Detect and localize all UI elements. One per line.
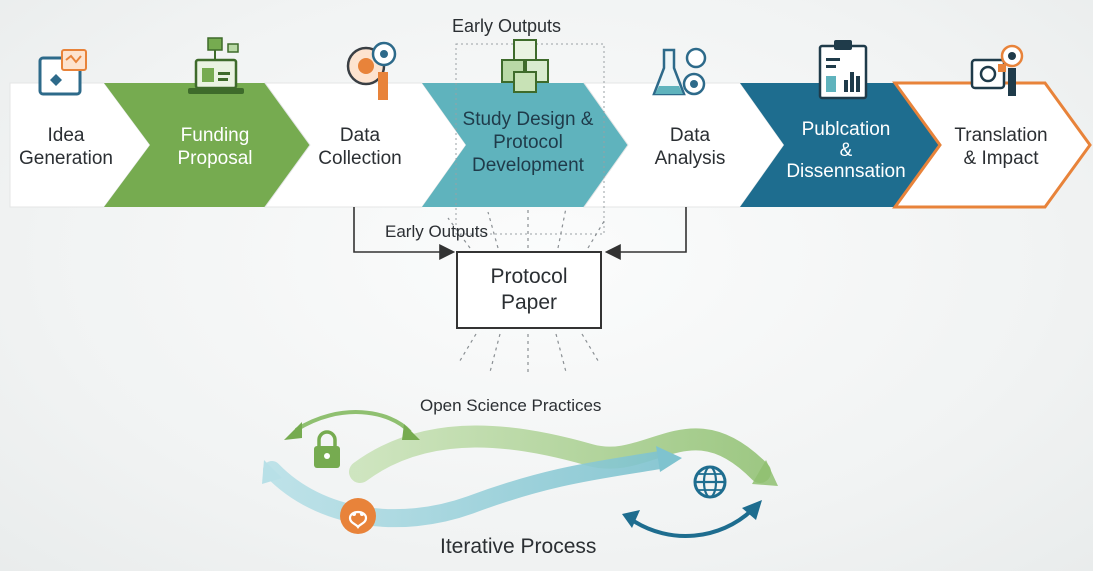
early-outputs-mid-label: Early Outputs bbox=[385, 222, 488, 241]
stage-label-data-analysis: Data Analysis bbox=[654, 125, 726, 170]
protocol-paper-label: Protocol Paper bbox=[490, 264, 568, 314]
chevron-study-design[interactable] bbox=[422, 83, 628, 207]
blocks-icon bbox=[501, 39, 549, 93]
radiating-lines bbox=[447, 207, 607, 376]
stage-label-funding-proposal: Funding Proposal bbox=[177, 125, 253, 170]
chevron-publication[interactable] bbox=[740, 83, 940, 207]
connector-left bbox=[353, 207, 456, 260]
stage-label-publication: Publcation & Dissennsation bbox=[786, 119, 906, 182]
iterative-process-label: Iterative Process bbox=[440, 535, 597, 558]
globe-double-arrow[interactable] bbox=[630, 508, 754, 538]
early-outputs-dotted-frame bbox=[455, 43, 605, 235]
idea-chart-icon bbox=[38, 49, 87, 96]
globe-icon bbox=[693, 465, 727, 499]
early-outputs-top-label: Early Outputs bbox=[452, 16, 562, 36]
flow-light-blue bbox=[263, 451, 669, 528]
protocol-paper-box[interactable]: Protocol Paper bbox=[456, 251, 602, 329]
lock-icon bbox=[314, 430, 340, 468]
stage-label-translation-impact: Translation & Impact bbox=[954, 125, 1048, 170]
lock-double-arrow[interactable] bbox=[294, 410, 412, 434]
flask-icon bbox=[652, 47, 707, 96]
iterative-flow bbox=[262, 410, 778, 538]
chevron-funding-proposal[interactable] bbox=[104, 83, 310, 207]
connector-right bbox=[604, 207, 687, 260]
brain-icon bbox=[340, 498, 376, 534]
connector-lines bbox=[353, 207, 687, 260]
open-science-practices-label: Open Science Practices bbox=[420, 396, 602, 415]
stage-label-idea-generation: Idea Generation bbox=[18, 125, 113, 170]
report-chart-icon bbox=[818, 40, 868, 100]
stage-label-data-collection: Data Collection bbox=[318, 125, 402, 170]
stage-label-study-design: Study Design & Protocol Development bbox=[462, 109, 594, 177]
chevron-translation-impact[interactable] bbox=[892, 81, 1092, 209]
laptop-funding-icon bbox=[188, 37, 244, 94]
data-gears-icon bbox=[346, 41, 397, 100]
flow-light-green bbox=[349, 425, 771, 483]
impact-icon bbox=[970, 44, 1024, 96]
stage-chevrons bbox=[9, 81, 1092, 209]
